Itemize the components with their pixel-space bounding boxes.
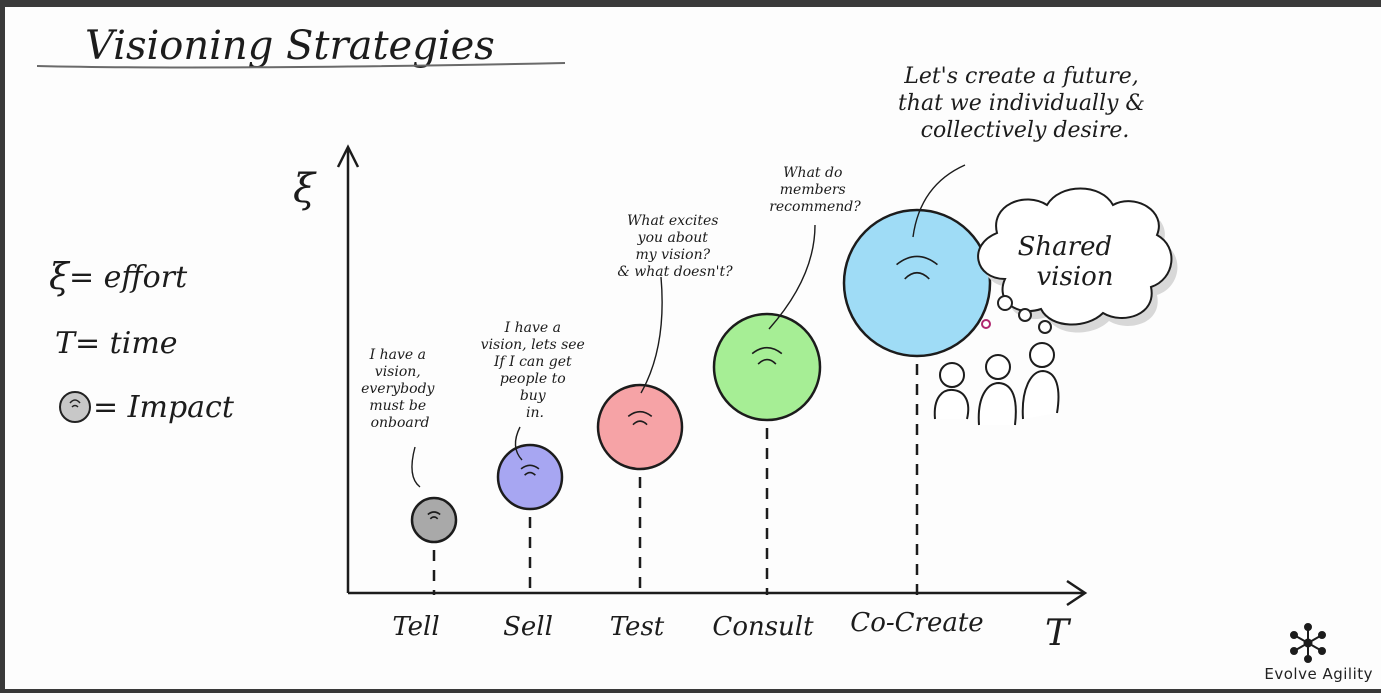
note-arrow-test	[640, 276, 663, 394]
legend-impact-text: = Impact	[93, 390, 235, 425]
note-arrow-co-create	[912, 164, 966, 238]
strategy-label-test: Test	[610, 612, 665, 642]
impact-mark-co-create	[896, 255, 938, 280]
note-line: must be	[369, 398, 426, 414]
page-title: Visioning Strategies	[85, 23, 495, 69]
impact-mark-tell	[427, 511, 441, 520]
strategy-tell: Tell I have a vision, everybody must be …	[361, 347, 458, 642]
note-line: recommend?	[769, 199, 861, 215]
thought-dot	[997, 295, 1013, 311]
axes: ξ T	[293, 144, 1088, 654]
x-axis-arrow	[1066, 579, 1088, 607]
note-line: members	[780, 182, 846, 198]
strategy-consult: Consult What do members recommend?	[712, 165, 861, 642]
person-head-icon	[1029, 342, 1055, 368]
cloud-line: vision	[1036, 262, 1113, 292]
strategy-label-consult: Consult	[712, 612, 814, 642]
thought-dot	[1038, 320, 1052, 334]
strategy-co-create: Co-Create Let's create a future, that we…	[842, 64, 1152, 638]
people-group-icon	[933, 342, 1060, 426]
note-arrow-sell	[514, 426, 523, 461]
strategy-layer: Tell I have a vision, everybody must be …	[361, 64, 1152, 642]
strategy-sell: Sell I have a vision, lets see If I can …	[481, 320, 590, 642]
note-line: I have a	[369, 347, 426, 363]
cloud-icon	[977, 187, 1173, 326]
note-line: my vision?	[635, 247, 710, 263]
sketch-canvas: Visioning Strategies ξ = effort T= time …	[36, 23, 1326, 663]
impact-circle-test	[596, 383, 684, 471]
note-line: collectively desire.	[921, 118, 1130, 143]
thought-dot	[981, 319, 991, 329]
person-body-icon	[1021, 369, 1060, 420]
note-line: onboard	[371, 415, 430, 431]
legend-effort-text: = effort	[69, 260, 188, 295]
note-line: vision,	[375, 364, 421, 380]
note-tell: I have a vision, everybody must be onboa…	[361, 347, 439, 431]
note-line: in.	[526, 405, 544, 421]
note-co-create: Let's create a future, that we individua…	[898, 64, 1152, 143]
note-line: Let's create a future,	[903, 64, 1139, 89]
evolve-agility-logo-icon	[1290, 623, 1326, 663]
legend-effort-symbol: ξ	[49, 257, 71, 298]
impact-circle-tell	[410, 496, 458, 544]
note-line: everybody	[361, 381, 435, 397]
note-arrow-tell	[411, 446, 421, 488]
note-test: What excites you about my vision? & what…	[617, 213, 733, 280]
note-line: & what doesn't?	[617, 264, 733, 280]
person-body-icon	[933, 388, 970, 420]
strategy-label-sell: Sell	[503, 612, 553, 642]
impact-legend-icon	[59, 391, 91, 423]
note-line: What do	[783, 165, 842, 181]
impact-mark-consult	[751, 346, 783, 365]
strategy-label-co-create: Co-Create	[850, 608, 983, 638]
impact-circle-sell	[496, 443, 564, 511]
y-axis-arrow	[336, 144, 360, 168]
impact-mark-icon	[69, 399, 81, 408]
person-body-icon	[977, 381, 1017, 426]
thought-dot	[1018, 308, 1032, 322]
note-line: If I can get	[493, 354, 572, 370]
note-arrow-consult	[768, 224, 816, 330]
legend: ξ = effort T= time = Impact	[49, 257, 235, 425]
brand-name: Evolve Agility	[1264, 665, 1373, 683]
strategy-label-tell: Tell	[392, 612, 439, 642]
note-consult: What do members recommend?	[769, 165, 861, 215]
note-line: vision, lets see	[481, 337, 585, 353]
legend-time-text: T= time	[55, 326, 178, 361]
impact-circle-co-create	[842, 208, 992, 358]
person-head-icon	[985, 354, 1011, 380]
strategy-test: Test What excites you about my vision? &…	[596, 213, 733, 642]
title-underline	[36, 62, 566, 69]
impact-mark-test	[627, 410, 653, 426]
note-line: I have a	[504, 320, 561, 336]
note-line: you about	[637, 230, 709, 246]
x-axis-symbol: T	[1045, 613, 1072, 654]
y-axis-symbol: ξ	[293, 166, 317, 212]
cloud-line: Shared	[1018, 232, 1113, 262]
person-head-icon	[939, 362, 965, 388]
note-line: buy	[520, 388, 547, 404]
impact-circle-consult	[712, 312, 822, 422]
impact-mark-sell	[520, 464, 540, 476]
thought-cloud: Shared vision	[977, 187, 1178, 334]
note-line: people to	[500, 371, 566, 387]
note-line: that we individually &	[898, 91, 1145, 116]
note-sell: I have a vision, lets see If I can get p…	[481, 320, 590, 421]
note-line: What excites	[627, 213, 718, 229]
cloud-text: Shared vision	[1018, 232, 1121, 292]
